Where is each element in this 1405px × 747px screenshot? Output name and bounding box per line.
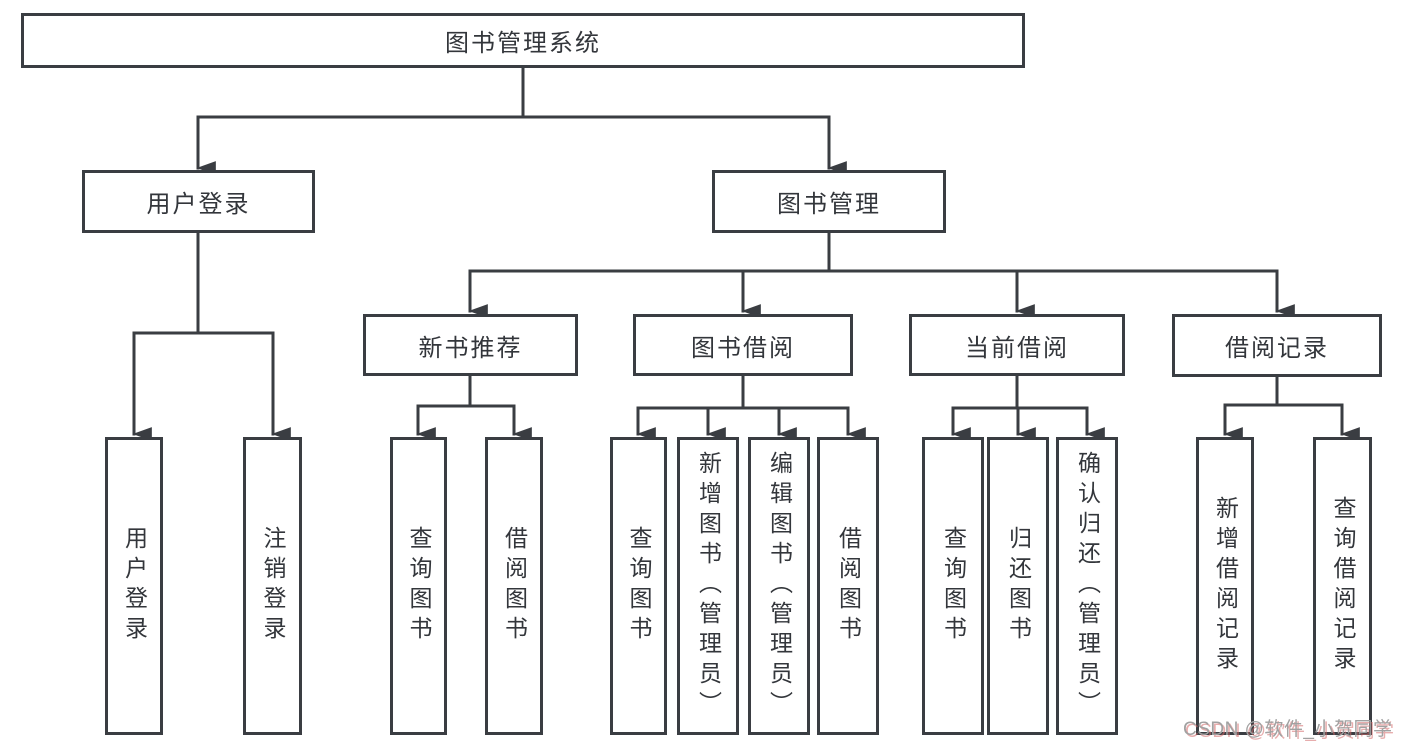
node-leaf-add-record: 新增借阅记录 bbox=[1196, 437, 1254, 735]
node-current-borrow-label: 当前借阅 bbox=[965, 334, 1069, 362]
node-new-book-rec: 新书推荐 bbox=[363, 314, 578, 376]
node-leaf-confirm-return-label: 确认归还（管理员） bbox=[1074, 451, 1101, 721]
node-book-mgmt: 图书管理 bbox=[712, 170, 946, 233]
node-leaf-borrow-book-1: 借阅图书 bbox=[485, 437, 543, 735]
node-leaf-query-record-label: 查询借阅记录 bbox=[1330, 496, 1356, 676]
node-leaf-query-book-3-label: 查询图书 bbox=[940, 526, 967, 646]
node-current-borrow: 当前借阅 bbox=[909, 314, 1125, 376]
node-borrow-records-label: 借阅记录 bbox=[1225, 335, 1329, 362]
connector-book-mgmt-fork bbox=[468, 231, 1279, 273]
node-leaf-return-book-label: 归还图书 bbox=[1005, 526, 1032, 646]
connector-borrow-records-fork bbox=[1223, 375, 1344, 407]
node-leaf-query-book-2: 查询图书 bbox=[610, 437, 667, 735]
node-book-borrow: 图书借阅 bbox=[633, 314, 853, 376]
node-leaf-query-book-3: 查询图书 bbox=[922, 437, 984, 735]
node-leaf-return-book: 归还图书 bbox=[987, 437, 1049, 735]
node-root: 图书管理系统 bbox=[21, 13, 1025, 68]
node-book-borrow-label: 图书借阅 bbox=[691, 334, 795, 362]
node-leaf-logout: 注销登录 bbox=[243, 437, 302, 735]
connector-user-login-fork bbox=[132, 231, 275, 335]
watermark: CSDN @软件_小贺同学 bbox=[1183, 719, 1393, 740]
node-leaf-add-book: 新增图书（管理员） bbox=[677, 437, 739, 735]
node-leaf-user-login-label: 用户登录 bbox=[121, 526, 148, 646]
node-leaf-edit-book: 编辑图书（管理员） bbox=[748, 437, 810, 735]
node-user-login-label: 用户登录 bbox=[146, 191, 251, 218]
node-leaf-query-record: 查询借阅记录 bbox=[1313, 437, 1372, 735]
node-new-book-rec-label: 新书推荐 bbox=[418, 334, 523, 362]
connector-book-borrow-fork bbox=[636, 374, 850, 410]
node-leaf-borrow-book-1-label: 借阅图书 bbox=[501, 526, 528, 646]
node-leaf-edit-book-label: 编辑图书（管理员） bbox=[766, 451, 793, 721]
node-leaf-confirm-return: 确认归还（管理员） bbox=[1056, 437, 1118, 735]
connector-new-book-fork bbox=[416, 374, 516, 408]
connector-root-fork bbox=[196, 66, 831, 119]
node-root-label: 图书管理系统 bbox=[445, 30, 601, 57]
node-leaf-query-book-2-label: 查询图书 bbox=[626, 526, 652, 646]
node-leaf-add-book-label: 新增图书（管理员） bbox=[695, 451, 722, 721]
connector-current-borrow-fork bbox=[951, 374, 1089, 410]
node-leaf-user-login: 用户登录 bbox=[105, 437, 163, 735]
node-leaf-add-record-label: 新增借阅记录 bbox=[1212, 496, 1239, 676]
node-user-login: 用户登录 bbox=[82, 170, 315, 233]
node-leaf-query-book-1-label: 查询图书 bbox=[406, 526, 432, 646]
node-borrow-records: 借阅记录 bbox=[1172, 314, 1382, 377]
node-leaf-borrow-book-2-label: 借阅图书 bbox=[835, 526, 862, 646]
node-leaf-borrow-book-2: 借阅图书 bbox=[817, 437, 879, 735]
node-book-mgmt-label: 图书管理 bbox=[777, 191, 881, 218]
node-leaf-logout-label: 注销登录 bbox=[260, 526, 286, 646]
node-leaf-query-book-1: 查询图书 bbox=[390, 437, 447, 735]
